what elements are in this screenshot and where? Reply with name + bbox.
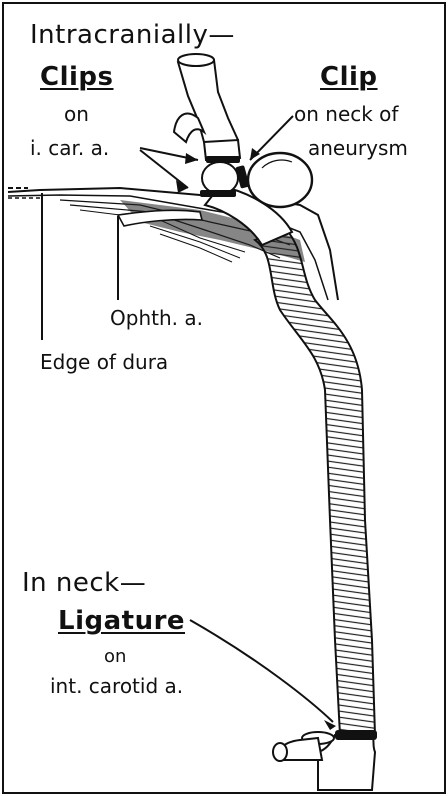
aneurysm (248, 153, 312, 207)
label-ophthalmic: Ophth. a. (110, 308, 203, 328)
internal-carotid-artery (255, 228, 375, 735)
label-ligature: Ligature (58, 608, 185, 634)
label-intracranially: Intracranially— (30, 22, 235, 48)
label-edge-of-dura: Edge of dura (40, 352, 168, 372)
ligature-band (335, 730, 377, 740)
label-clip-target-1: on neck of (294, 104, 398, 124)
label-clip-target-2: aneurysm (308, 138, 408, 158)
label-clip: Clip (320, 64, 378, 90)
intracranial-carotid-branches (174, 54, 240, 160)
label-ligature-on: on (104, 648, 126, 666)
carotid-bifurcation (273, 732, 375, 790)
label-clips-target: i. car. a. (30, 138, 109, 158)
label-in-neck: In neck— (22, 570, 146, 596)
label-clips-on: on (64, 104, 89, 124)
label-ligature-target: int. carotid a. (50, 676, 183, 696)
clips-on-carotid (200, 156, 240, 197)
label-clips: Clips (40, 64, 114, 90)
